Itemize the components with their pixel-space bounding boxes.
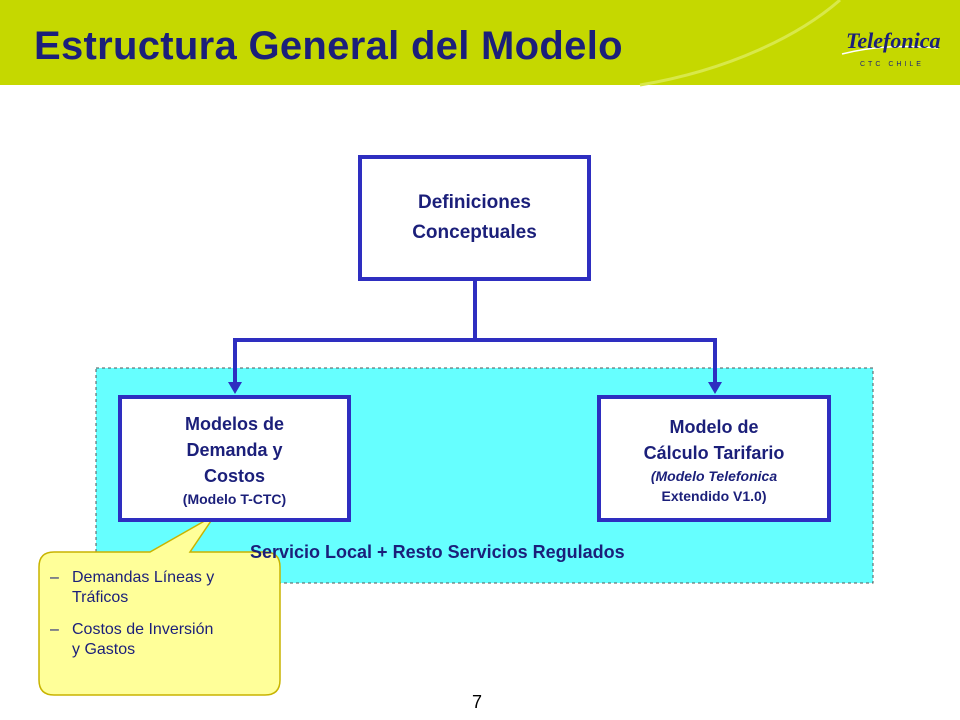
box-left-line1: Modelos de [184,413,284,434]
callout-list: Demandas Líneas y Tráficos Costos de Inv… [50,568,275,672]
box-modelo-calculo-tarifario: Modelo de Cálculo Tarifario (Modelo Tele… [597,395,831,522]
box-right-line1: Modelo de [669,416,759,437]
callout-item-demandas-line1: Demandas Líneas y [72,569,215,586]
header-curve-accent [639,0,841,87]
box-top-line1: Definiciones [418,192,531,213]
box-right-note2: Extendido V1.0) [661,487,767,504]
callout-item-costos-line2: y Gastos [72,641,136,658]
slide-title: Estructura General del Modelo [34,24,623,68]
callout-item-costos-line1: Costos de Inversión [72,621,214,638]
box-modelos-demanda-costos: Modelos de Demanda y Costos (Modelo T-CT… [118,395,351,522]
connector-lines [233,281,717,383]
box-right-note1: (Modelo Telefonica [650,467,778,484]
region-label: Servicio Local + Resto Servicios Regulad… [250,542,625,562]
callout-item-costos: Costos de Inversión y Gastos [50,620,275,660]
callout-item-demandas-line2: Tráficos [72,589,129,606]
arrowhead-right [708,382,722,394]
logo-subtitle: CTC CHILE [860,61,924,68]
callout-item-demandas: Demandas Líneas y Tráficos [50,568,275,608]
page-number: 7 [472,692,483,712]
arrowhead-left [228,382,242,394]
box-right-line2: Cálculo Tarifario [643,442,785,463]
box-definiciones-conceptuales: Definiciones Conceptuales [358,155,591,281]
box-left-note: (Modelo T-CTC) [182,490,287,507]
box-left-line2: Demanda y [186,439,283,460]
box-left-line3: Costos [203,465,265,486]
box-top-line2: Conceptuales [412,222,537,243]
telefonica-logo: Telefonica [846,28,941,53]
logo-swoosh [841,45,939,55]
